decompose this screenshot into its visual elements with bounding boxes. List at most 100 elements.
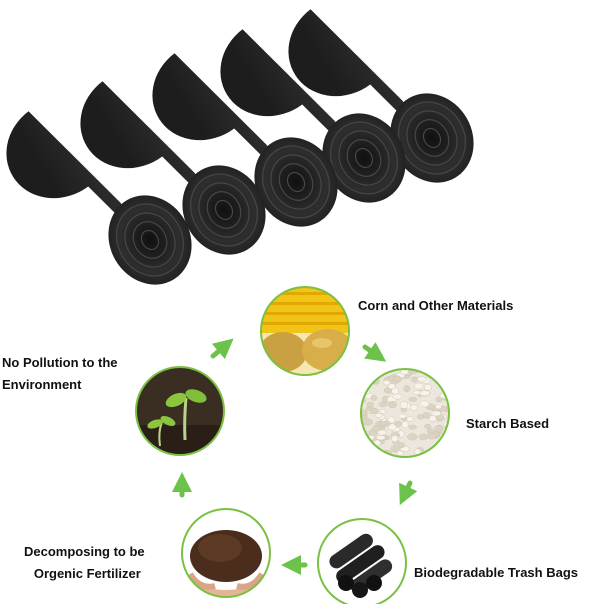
black-bag-rolls-image [317, 518, 407, 604]
starch-granule [394, 420, 402, 427]
starch-granule [363, 418, 373, 426]
starch-granule [409, 404, 418, 411]
starch-granule [413, 382, 424, 390]
starch-granule [441, 447, 449, 454]
roll-ring [206, 191, 242, 229]
starch-granule [424, 423, 432, 429]
starch-granule [380, 421, 388, 426]
trash-bag-rolls-image [6, 9, 474, 285]
starch-granule [435, 404, 442, 410]
arrow-starch-to-bags-icon [399, 480, 418, 506]
starch-granule [364, 369, 373, 377]
starch-granule [406, 416, 414, 422]
step-label-compost-line1: Decomposing to be [24, 544, 145, 559]
roll-ring [414, 119, 450, 157]
arrow-seedling-to-corn-icon [210, 338, 234, 360]
starch-granule [379, 409, 387, 414]
starch-granule [369, 407, 379, 414]
starch-granule [364, 372, 372, 378]
roll-end [254, 137, 338, 227]
starch-granule [370, 395, 378, 401]
starch-granule [426, 453, 434, 457]
starch-granule [374, 413, 383, 418]
starch-granule [387, 401, 397, 409]
starch-granule [401, 421, 409, 429]
roll-ring [422, 127, 442, 149]
corn-and-potatoes-image [260, 286, 350, 376]
starch-granules-image [360, 368, 450, 458]
starch-granule [407, 433, 418, 441]
roll-ring [214, 199, 234, 221]
starch-granule [416, 414, 425, 420]
compost-soil-in-hands-image [181, 508, 271, 598]
roll-ring [132, 221, 168, 259]
roll-end [108, 195, 192, 285]
starch-granule [396, 450, 404, 456]
starch-granule [426, 432, 437, 440]
step-label-starch: Starch Based [466, 416, 550, 431]
starch-granule [377, 429, 387, 436]
starch-granule [419, 400, 430, 408]
starch-granule [436, 376, 447, 383]
starch-granule [445, 369, 449, 373]
starch-granule [392, 393, 403, 400]
step-label-no-pollution: No Pollution to the Environment [2, 352, 118, 396]
starch-granule [418, 433, 429, 441]
roll-body [80, 81, 254, 248]
starch-granule [443, 369, 449, 373]
starch-granule [390, 445, 400, 453]
starch-granule [361, 377, 367, 384]
roll-ring [406, 110, 458, 166]
starch-granule [397, 413, 408, 419]
starch-granule [431, 410, 442, 417]
arrow-corn-to-starch-icon [362, 342, 387, 362]
roll-body [288, 9, 462, 176]
starch-granule [398, 442, 405, 449]
starch-granule [441, 369, 449, 373]
starch-granule [383, 380, 391, 386]
roll-ring [346, 139, 382, 177]
roll-ring [286, 171, 306, 193]
roll-end [322, 113, 406, 203]
roll-body [152, 53, 326, 220]
starch-granule [408, 397, 418, 402]
roll-ring [116, 203, 184, 277]
roll-ring [278, 163, 314, 201]
roll-ring [198, 182, 250, 238]
starch-granule [403, 385, 411, 393]
roll-ring [140, 229, 160, 251]
roll-ring [190, 173, 258, 247]
step-label-corn: Corn and Other Materials [358, 298, 514, 313]
roll-ring [330, 121, 398, 195]
step-label-no-pollution-line2: Environment [2, 377, 82, 392]
starch-granule [408, 424, 417, 430]
roll-ring [124, 212, 176, 268]
starch-granule [391, 435, 399, 442]
starch-granule [419, 390, 430, 396]
roll-ring [270, 154, 322, 210]
step-label-trash-bags: Biodegradable Trash Bags [414, 565, 578, 580]
starch-granule [387, 423, 397, 431]
seedling-sprout-image [135, 366, 225, 456]
starch-granule [366, 377, 373, 385]
roll-body [6, 111, 180, 278]
starch-granule [370, 451, 378, 457]
starch-granule [440, 374, 448, 380]
starch-granule [434, 425, 444, 433]
starch-granule [366, 401, 374, 408]
starch-granule [367, 369, 377, 373]
roll-end [182, 165, 266, 255]
starch-granule [399, 401, 409, 409]
roll-body [220, 29, 394, 196]
starch-granule [393, 375, 403, 383]
starch-granule [371, 369, 380, 372]
starch-granule [387, 383, 396, 390]
starch-granule [438, 369, 448, 376]
starch-granule [376, 435, 386, 441]
roll-ring [354, 147, 374, 169]
step-label-compost-line2: Orgenic Fertilizer [33, 566, 141, 581]
roll-ring [338, 130, 390, 186]
roll-ring [262, 145, 330, 219]
step-label-no-pollution-line1: No Pollution to the [2, 355, 118, 370]
